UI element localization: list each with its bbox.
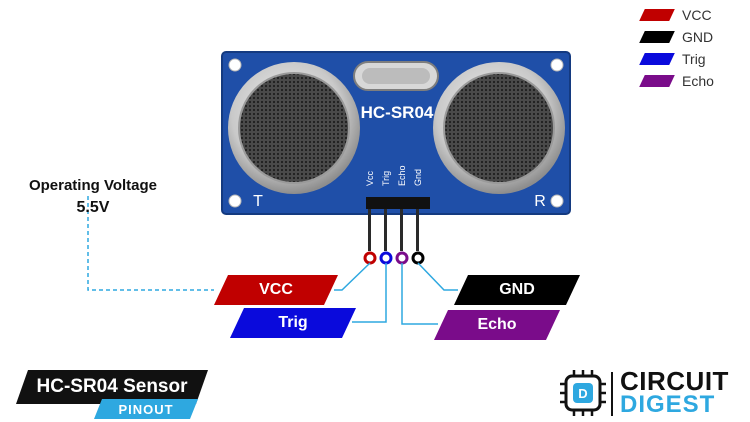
operating-voltage-value: 5.5V bbox=[76, 199, 110, 216]
receiver-mark: R bbox=[534, 193, 546, 210]
receiver-transducer bbox=[433, 62, 565, 194]
tag-vcc-label: VCC bbox=[259, 281, 293, 298]
pin-end-echo bbox=[395, 251, 409, 265]
pin-label-trig: Trig bbox=[381, 171, 391, 186]
tag-echo-label: Echo bbox=[477, 316, 517, 333]
tag-trig: Trig bbox=[230, 308, 356, 338]
header-pins bbox=[366, 197, 430, 251]
pin-label-echo: Echo bbox=[397, 165, 407, 186]
mounting-hole bbox=[228, 58, 242, 72]
diagram-title: HC-SR04 Sensor bbox=[16, 370, 208, 404]
transmitter-transducer bbox=[228, 62, 360, 194]
voltage-leader-line bbox=[87, 196, 214, 291]
mounting-hole bbox=[228, 194, 242, 208]
mounting-hole bbox=[550, 58, 564, 72]
crystal-oscillator bbox=[353, 61, 439, 91]
tag-echo: Echo bbox=[434, 310, 560, 340]
pin-color-legend: VCC GND Trig Echo bbox=[639, 4, 742, 92]
tag-gnd: GND bbox=[454, 275, 580, 305]
connector-gnd bbox=[417, 262, 458, 291]
pin-end-trig bbox=[379, 251, 393, 265]
tag-trig-label: Trig bbox=[278, 314, 308, 331]
legend-item-echo: Echo bbox=[639, 70, 742, 92]
legend-label-echo: Echo bbox=[682, 73, 714, 89]
legend-item-gnd: GND bbox=[639, 26, 742, 48]
pin-end-vcc bbox=[363, 251, 377, 265]
brand-word-1: CIRCUIT bbox=[620, 366, 729, 396]
diagram-subtitle-text: PINOUT bbox=[118, 401, 174, 417]
brand-logo: CIRCUIT DIGEST bbox=[620, 366, 729, 418]
pin-label-vcc: Vcc bbox=[365, 170, 375, 186]
legend-item-trig: Trig bbox=[639, 48, 742, 70]
diagram-subtitle: PINOUT bbox=[94, 399, 198, 419]
legend-item-vcc: VCC bbox=[639, 4, 742, 26]
pin-end-gnd bbox=[411, 251, 425, 265]
operating-voltage-label: Operating Voltage bbox=[28, 177, 158, 194]
chip-icon: D bbox=[560, 370, 606, 416]
legend-label-gnd: GND bbox=[682, 29, 714, 45]
connector-trig bbox=[352, 263, 387, 323]
pin-label-gnd: Gnd bbox=[413, 169, 423, 186]
transmitter-mark: T bbox=[253, 193, 263, 210]
mounting-hole bbox=[550, 194, 564, 208]
connector-vcc bbox=[334, 262, 371, 291]
svg-text:D: D bbox=[578, 386, 587, 401]
legend-label-trig: Trig bbox=[682, 51, 706, 67]
chip-label: HC-SR04 bbox=[361, 103, 434, 122]
legend-label-vcc: VCC bbox=[682, 7, 712, 23]
tag-vcc: VCC bbox=[214, 275, 338, 305]
operating-voltage-annotation: Operating Voltage 5.5V bbox=[8, 175, 178, 219]
logo-divider bbox=[611, 372, 613, 416]
tag-gnd-label: GND bbox=[499, 281, 535, 298]
brand-word-2: DIGEST bbox=[620, 391, 716, 418]
diagram-title-text: HC-SR04 Sensor bbox=[36, 376, 188, 397]
connector-echo bbox=[401, 263, 438, 325]
